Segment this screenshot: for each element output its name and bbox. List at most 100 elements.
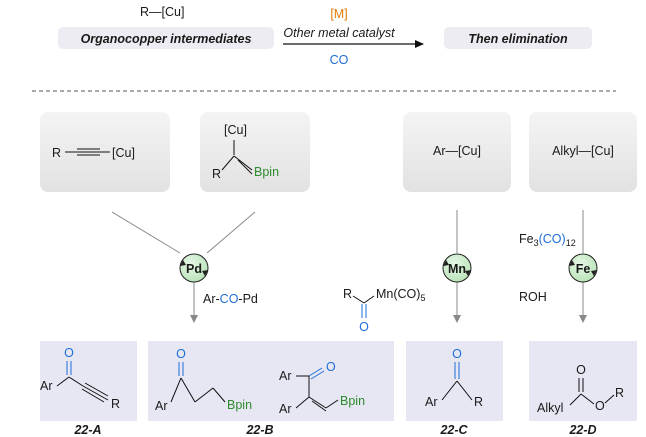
mn-cycle-arrow-icon	[443, 260, 449, 266]
product-22b-co2-bond-b	[310, 370, 325, 380]
metal-label: [M]	[330, 7, 347, 21]
fe-reagent-co: (CO)	[539, 232, 566, 246]
pd-reagent-pd: -Pd	[238, 292, 258, 306]
fe-reagent-roh: ROH	[519, 290, 547, 304]
product-22a-ar: Ar	[40, 379, 53, 393]
product-22c-bond-2	[456, 380, 473, 401]
mn-reagent-sub: 5	[420, 293, 425, 303]
product-22a-o: O	[64, 346, 74, 360]
product-22b-bpin1: Bpin	[227, 398, 252, 412]
product-22b-chain-3	[194, 387, 214, 403]
organocopper-box	[58, 27, 274, 49]
mn-acyl-reagent: R O Mn(CO)5	[343, 287, 425, 334]
vinyl-copper-box	[200, 112, 310, 192]
product-22d-bond-2	[580, 393, 595, 405]
product-22d-bond-1	[569, 393, 582, 406]
mn-reagent-o: O	[359, 320, 369, 334]
product-22b-structure-2: Ar O Ar Bpin	[279, 360, 365, 416]
alkynyl-cu: [Cu]	[112, 146, 135, 160]
mn-catalyst-cycle: Mn	[442, 253, 472, 283]
product-22d-r: R	[615, 386, 624, 400]
elimination-box	[444, 27, 592, 49]
product-22b-o1: O	[176, 347, 186, 361]
mn-cycle-arrow-icon-2	[465, 270, 471, 276]
product-22d-structure: O Alkyl O R	[537, 363, 624, 415]
alkyl-copper-label: Alkyl—[Cu]	[552, 144, 614, 158]
product-22b-ar2: Ar	[279, 369, 292, 383]
product-22c-bond-1	[441, 380, 458, 401]
product-22b-vinyl-1	[308, 396, 327, 409]
pd-label: Pd	[186, 262, 202, 276]
vinyl-cu: [Cu]	[224, 123, 247, 137]
pd-cycle-arrow-icon-2	[202, 270, 208, 276]
vinyl-bpin: Bpin	[254, 165, 279, 179]
fe-cycle-arrow-icon-2	[591, 270, 597, 276]
vinyl-bond-4	[237, 159, 253, 175]
organocopper-label: Organocopper intermediates	[81, 32, 252, 46]
product-22b-box	[148, 341, 394, 421]
product-22b-co2-bond	[308, 367, 323, 377]
pd-reagent-ar: Ar-	[203, 292, 220, 306]
pd-reagent-co: CO	[220, 292, 239, 306]
fe-catalyst-cycle: Fe	[568, 253, 598, 283]
pd-reagent: Ar-CO-Pd	[203, 292, 258, 306]
product-22c-r: R	[474, 395, 483, 409]
mn-reagent-mnco: Mn(CO)5	[376, 287, 425, 303]
product-22b-ar1: Ar	[155, 399, 168, 413]
mn-reagent-r: R	[343, 287, 352, 301]
product-22b-vinyl-2	[311, 400, 327, 412]
product-22a-bond-1	[56, 376, 70, 387]
product-22d-o2: O	[595, 399, 605, 413]
product-22b-ar3: Ar	[279, 402, 292, 416]
product-22a-bond-2	[68, 376, 84, 387]
elimination-label: Then elimination	[468, 32, 568, 46]
fe-label: Fe	[576, 262, 591, 276]
mn-reagent-mnco-text: Mn(CO)	[376, 287, 420, 301]
product-22b-chain-4	[212, 387, 226, 403]
product-22a-triple-1	[82, 385, 109, 401]
product-22c-o: O	[452, 347, 462, 361]
product-22a-box	[40, 341, 137, 421]
product-22d-bond-3	[604, 394, 615, 404]
condition-label: Other metal catalyst	[283, 26, 395, 40]
aryl-copper-label: Ar—[Cu]	[433, 144, 481, 158]
fe-reagent-sub12: 12	[566, 238, 576, 248]
fe-circle	[568, 253, 598, 283]
alkynyl-to-pd-line	[111, 211, 181, 254]
product-22d-o1: O	[576, 363, 586, 377]
vinyl-bond-2	[221, 155, 235, 171]
product-22c-structure: O Ar R	[425, 347, 483, 409]
product-22b-id: 22-B	[245, 423, 273, 437]
mn-reagent-bond-1	[352, 295, 365, 304]
product-22c-id: 22-C	[439, 423, 468, 437]
fe-reagent: Fe3(CO)12	[519, 232, 576, 248]
co-label: CO	[330, 53, 349, 67]
product-22b-ar3-bond	[295, 396, 310, 409]
fe-reagent-fe: Fe	[519, 232, 534, 246]
alkynyl-r: R	[52, 146, 61, 160]
product-22a-triple-3	[81, 388, 105, 403]
vinyl-to-pd-line	[206, 211, 256, 254]
pd-circle	[179, 253, 209, 283]
mn-reagent-bond-2	[363, 295, 375, 304]
product-22a-r: R	[111, 397, 120, 411]
fe-reagent-sub3: 3	[534, 238, 539, 248]
vinyl-r: R	[212, 167, 221, 181]
aryl-copper-box	[403, 112, 511, 192]
product-22c-ar: Ar	[425, 395, 438, 409]
top-reagent: R—[Cu]	[140, 5, 184, 19]
fe-cycle-arrow-icon	[569, 260, 575, 266]
pd-catalyst-cycle: Pd	[179, 253, 209, 283]
vinyl-bond-3	[233, 155, 253, 171]
product-22b-structure-1: O Ar Bpin	[155, 347, 252, 413]
product-22b-o2: O	[326, 360, 336, 374]
mn-circle	[442, 253, 472, 283]
product-22b-bpin2: Bpin	[340, 394, 365, 408]
product-22c-box	[406, 341, 503, 421]
product-22d-alkyl: Alkyl	[537, 401, 563, 415]
product-22a-triple-2	[84, 382, 109, 397]
pd-cycle-arrow-icon	[180, 260, 186, 266]
alkyl-copper-box	[529, 112, 637, 192]
product-22a-structure: O Ar R	[40, 346, 120, 411]
